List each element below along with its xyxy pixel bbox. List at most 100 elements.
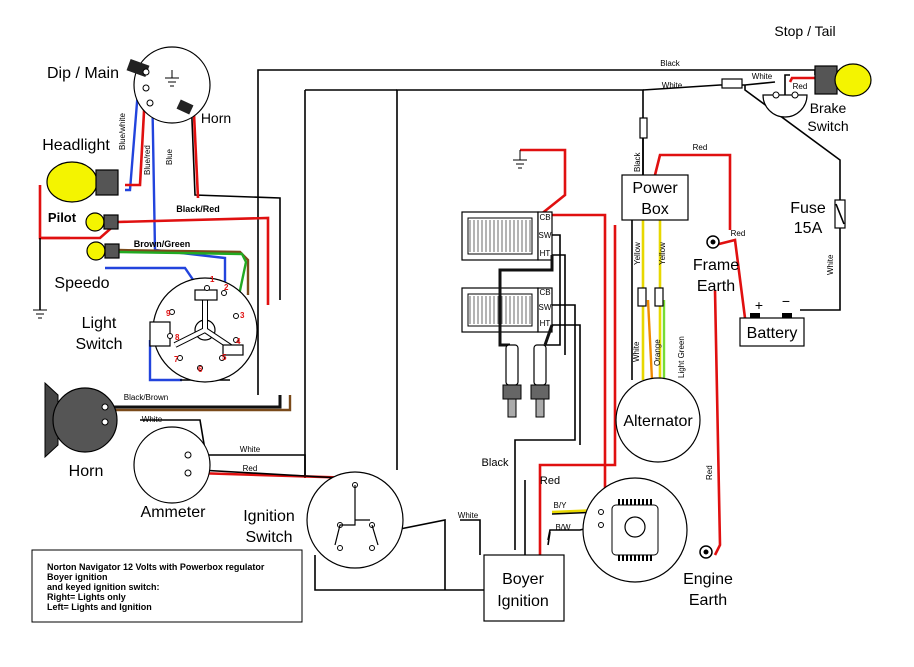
wire-white-right (744, 85, 841, 311)
inline-fuse-top (721, 78, 743, 89)
spark-plug-1-icon (505, 344, 519, 386)
frame-earth-label-1: Frame (693, 257, 739, 274)
earth-icon (165, 70, 179, 87)
speedo-lamp: Speedo (54, 241, 120, 292)
headlight-bulb-icon (46, 161, 98, 203)
horn-bottom-label: Horn (69, 463, 104, 480)
fuse-label-2: 15A (794, 220, 823, 237)
engine-earth: Engine Earth (683, 545, 733, 609)
ls-num-8: 8 (175, 333, 180, 342)
wire-white-ammeter (140, 419, 206, 451)
wire-black-coil1 (545, 234, 561, 346)
coil-2-winding-icon (469, 296, 531, 324)
wl-yellow-1: Yellow (633, 242, 642, 265)
wire-red-tail (788, 76, 815, 83)
stop-tail-lamp: Stop / Tail (774, 23, 872, 97)
wire-blue-ls (148, 340, 182, 382)
ls-num-4: 4 (236, 337, 241, 346)
ammeter-label: Ammeter (141, 504, 207, 521)
coil-1-cb: CB (539, 213, 550, 222)
engine-earth-label-2: Earth (689, 592, 727, 609)
ignition-switch-label-2: Switch (245, 529, 292, 546)
wl-red-ammeter: Red (243, 464, 258, 473)
coil-1-ht: HT (540, 249, 551, 258)
coil-1: CB SW HT (461, 211, 553, 261)
ls-num-1: 1 (210, 275, 215, 284)
wl-white-right: White (826, 254, 835, 275)
ls-num-9: 9 (166, 309, 171, 318)
pilot-bulb-icon (85, 212, 105, 232)
wl-orange-alt: Orange (653, 339, 662, 366)
wire-blue-white (125, 64, 142, 192)
stop-tail-holder (814, 65, 838, 95)
wl-red-tail: Red (793, 82, 808, 91)
battery-plus: + (755, 297, 763, 313)
brake-switch: Brake Switch (762, 91, 849, 134)
wire-red-engine (713, 289, 722, 556)
wire-black-brown-k (105, 395, 282, 409)
pb-fuse (639, 117, 648, 139)
pilot-label: Pilot (48, 210, 77, 225)
horn-button-icon (176, 99, 194, 115)
spark-plug-2 (530, 344, 550, 418)
wire-black-top (257, 69, 815, 395)
light-switch-label-2: Switch (75, 336, 122, 353)
ls-num-3: 3 (240, 311, 245, 320)
spark-plug-1 (502, 344, 522, 418)
coil-1-body (461, 211, 539, 261)
wl-white-alt: White (632, 341, 641, 362)
coil-2-ht: HT (540, 319, 551, 328)
earth-left-icon (33, 309, 47, 319)
wl-white-boyer: White (458, 511, 479, 520)
frame-earth: Frame Earth (693, 235, 739, 295)
wire-white-boyer (460, 519, 481, 555)
wire-red-coil-top (520, 148, 567, 217)
boyer-ignition: Boyer Ignition (483, 554, 565, 622)
wire-ign-white (394, 519, 446, 590)
pilot-lamp: Pilot (48, 210, 119, 232)
battery-body (739, 317, 805, 347)
light-switch-terminals (167, 285, 239, 371)
wl-bw: B/W (555, 523, 571, 532)
dip-main-label: Dip / Main (47, 65, 119, 82)
ammeter-body (133, 426, 211, 504)
wire-brown-green-g (117, 250, 248, 301)
horn-top-label: Horn (201, 110, 231, 126)
alt-connector-1 (637, 287, 647, 307)
fuse-element (835, 203, 845, 225)
wires (38, 64, 846, 605)
alt-connector-2 (654, 287, 664, 307)
wl-brown-green: Brown/Green (134, 239, 191, 249)
ignition-switch-label-1: Ignition (243, 508, 295, 525)
wire-blue-red (125, 74, 148, 187)
boyer-label-2: Ignition (497, 593, 549, 610)
wl-blue-red: Blue/red (143, 145, 152, 175)
note-line-4: Right= Lights only (47, 592, 126, 602)
headlight: Headlight (42, 137, 119, 203)
ignition-pickup (582, 477, 688, 583)
boyer-box (483, 554, 565, 622)
ls-num-2: 2 (224, 283, 229, 292)
wl-black-pb: Black (633, 151, 642, 172)
alternator-label: Alternator (623, 413, 693, 430)
wire-bw-down (547, 531, 551, 546)
brake-switch-label-1: Brake (810, 100, 847, 116)
power-box-body (621, 174, 689, 221)
wl-black-red: Black/Red (176, 204, 220, 214)
earth-coil-icon (513, 150, 527, 169)
wl-red-pb: Red (693, 143, 708, 152)
coil-1-winding-icon (469, 220, 531, 252)
wl-red-frame: Red (731, 229, 746, 238)
ls-num-6: 6 (198, 365, 203, 374)
ignition-contacts-icon (334, 485, 379, 546)
ignition-switch: Ignition Switch (243, 471, 404, 569)
power-box: Power Box (621, 174, 689, 221)
wire-labels: Black White White Red Blue/white Blue/re… (118, 59, 835, 532)
stop-tail-label: Stop / Tail (774, 23, 835, 39)
brake-switch-body (762, 94, 808, 118)
pickup-coil-icon (618, 499, 652, 561)
wire-white-amm (200, 454, 306, 478)
wl-white-fuse: White (752, 72, 773, 81)
wl-white-top: White (662, 81, 683, 90)
headlight-holder (95, 169, 119, 196)
